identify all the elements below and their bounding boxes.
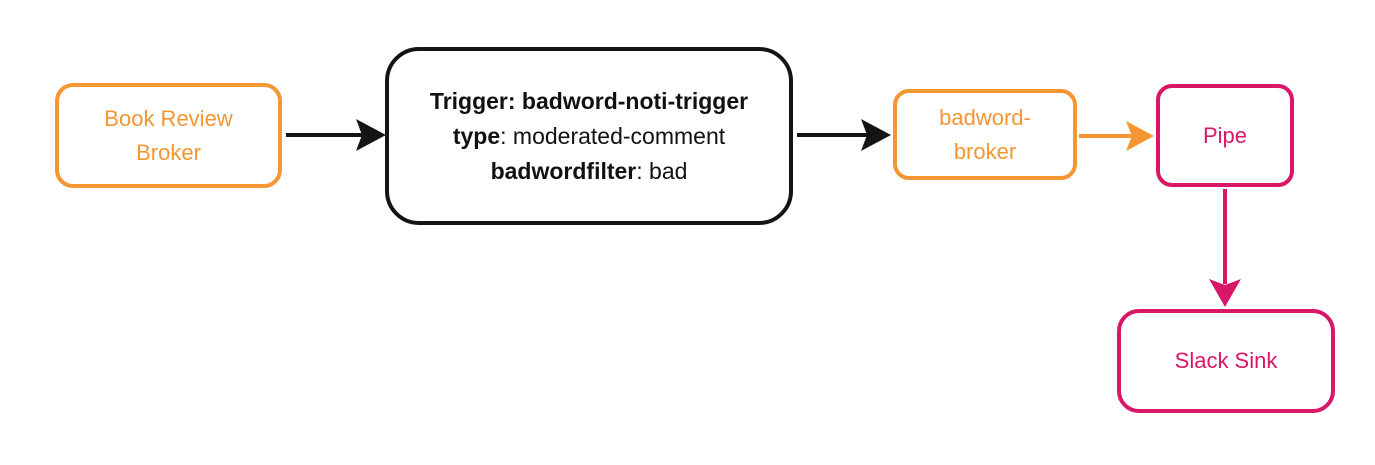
trigger-name-text: Trigger: badword-noti-trigger bbox=[429, 87, 749, 114]
arrow-book-review-to-trigger bbox=[286, 119, 386, 151]
node-label: badword- bbox=[939, 104, 1031, 130]
arrow-trigger-to-badword-broker bbox=[797, 119, 891, 151]
trigger-type-key: type bbox=[452, 122, 501, 149]
node-label: Book Review bbox=[104, 105, 233, 131]
trigger-line-name: Trigger: badword-noti-trigger bbox=[430, 84, 748, 119]
node-book-review-broker: Book Review Broker bbox=[55, 83, 282, 188]
node-label: Slack Sink bbox=[1174, 348, 1278, 373]
node-label: broker bbox=[953, 138, 1017, 164]
trigger-line-filter: badwordfilter: bad bbox=[491, 154, 688, 189]
node-pipe: Pipe bbox=[1156, 84, 1294, 187]
trigger-type-value: : moderated-comment bbox=[500, 122, 726, 149]
arrow-pipe-to-slack-sink bbox=[1209, 189, 1241, 307]
arrow-badword-broker-to-pipe bbox=[1079, 121, 1154, 151]
node-badword-broker: badword- broker bbox=[893, 89, 1077, 180]
node-label: Broker bbox=[136, 139, 201, 165]
node-trigger: Trigger: badword-noti-trigger type: mode… bbox=[385, 47, 793, 225]
node-label: Pipe bbox=[1202, 122, 1248, 148]
trigger-line-type: type: moderated-comment bbox=[453, 119, 725, 154]
node-slack-sink: Slack Sink bbox=[1117, 309, 1335, 413]
trigger-filter-value: : bad bbox=[636, 157, 688, 184]
trigger-filter-key: badwordfilter bbox=[490, 157, 637, 184]
